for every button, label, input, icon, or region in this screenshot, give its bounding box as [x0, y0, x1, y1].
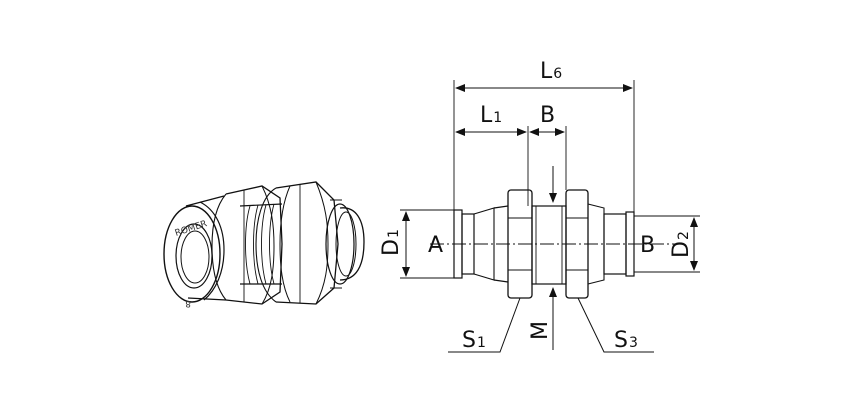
leader-S3: S3	[577, 297, 654, 353]
leader-S1: S1	[448, 297, 521, 353]
label-A: A	[428, 233, 443, 258]
dimension-L6: L6	[453, 59, 635, 212]
left-collet	[453, 207, 495, 281]
right-collet	[587, 203, 635, 285]
dimension-B-top: B	[529, 103, 567, 190]
rear-hex-nut	[255, 181, 339, 305]
label-D2: D2	[669, 231, 694, 258]
dimension-D2: D2	[634, 215, 700, 273]
label-D1: D1	[379, 229, 404, 256]
dimension-D1: D1	[379, 209, 454, 279]
orthographic-fitting-view: L6 L1 B D1 A B D2	[379, 59, 700, 353]
label-L1: L1	[480, 103, 502, 128]
dimension-M: M	[528, 166, 557, 350]
label-L6: L6	[540, 59, 562, 84]
threaded-body-section	[493, 205, 567, 285]
label-B-right: B	[640, 233, 655, 258]
rear-collet	[325, 199, 365, 289]
size-stamp: 8	[185, 298, 191, 308]
threaded-body	[239, 203, 283, 285]
label-M: M	[528, 321, 553, 340]
front-hex-nut	[211, 185, 283, 305]
dimension-L1: L1	[455, 103, 529, 206]
label-S3: S3	[614, 328, 638, 353]
right-hex-nut	[565, 189, 589, 299]
label-S1: S1	[462, 328, 486, 353]
isometric-fitting-view: ROMER 8	[163, 181, 365, 308]
label-B-top: B	[540, 103, 555, 128]
